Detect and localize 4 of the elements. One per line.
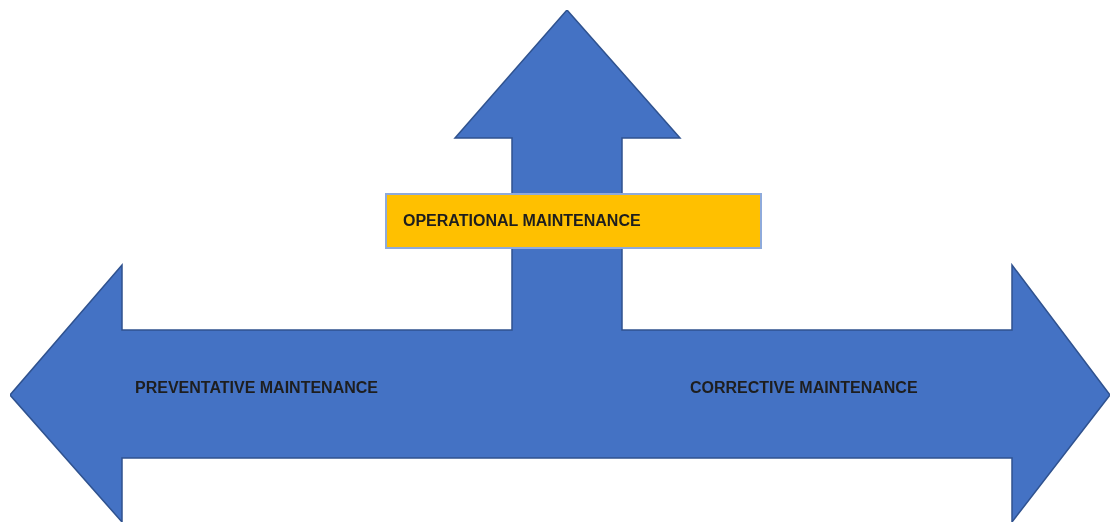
arrow-label: PREVENTATIVE MAINTENANCE bbox=[135, 378, 378, 398]
three-way-arrow bbox=[10, 10, 1110, 522]
process-box: OPERATIONAL MAINTENANCE bbox=[385, 193, 762, 249]
arrow-label: CORRECTIVE MAINTENANCE bbox=[690, 378, 918, 398]
